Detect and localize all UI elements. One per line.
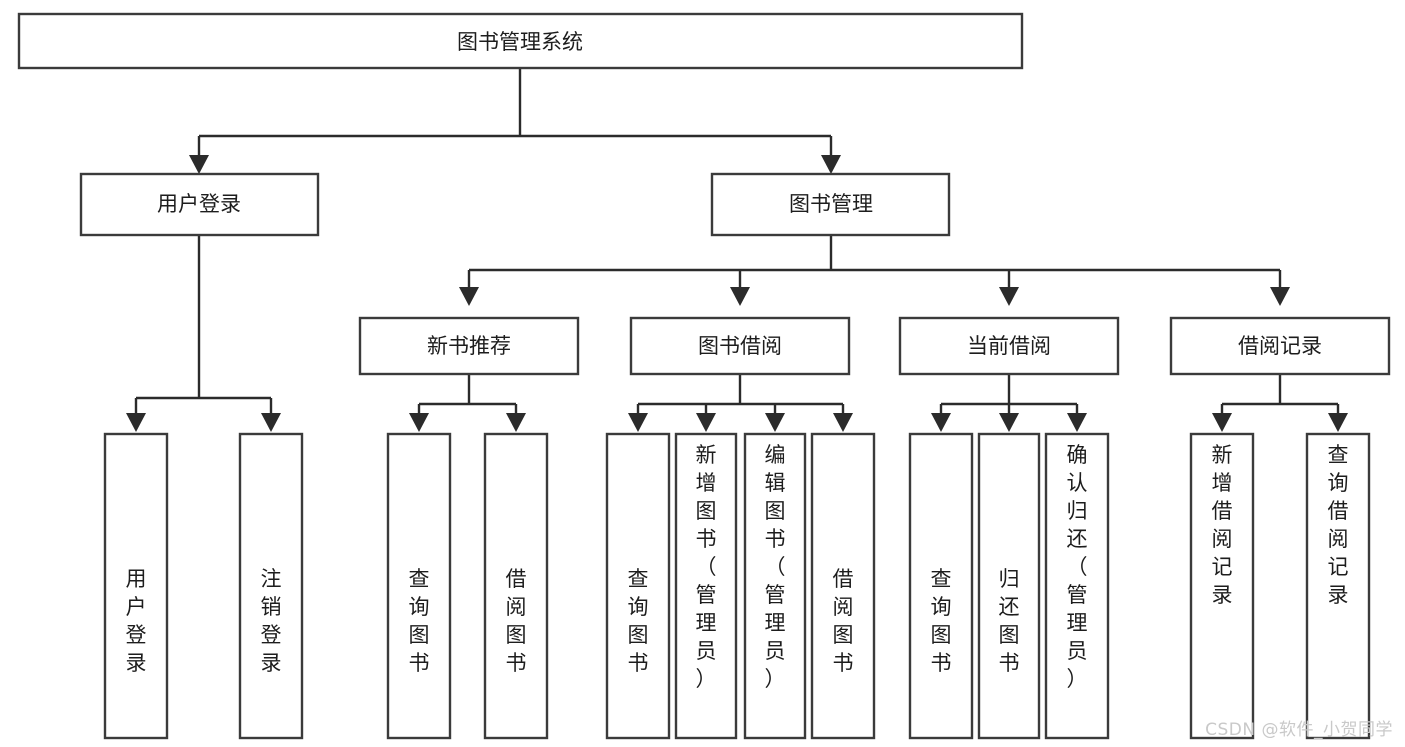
- arrow-to-current: [999, 287, 1019, 306]
- node-leaf-9-label: 查询图书: [931, 567, 952, 675]
- node-current-box[interactable]: [898, 316, 1120, 376]
- node-records-box[interactable]: [1169, 316, 1391, 376]
- node-bookmgmt[interactable]: 图书管理: [710, 172, 951, 237]
- arrow-to-leaf-12: [1212, 413, 1232, 432]
- node-newbook[interactable]: 新书推荐: [358, 316, 580, 376]
- node-login[interactable]: 用户登录: [79, 172, 320, 237]
- node-leaf-7-box[interactable]: [743, 432, 807, 740]
- node-leaf-11-label: 确认归还（管理员）: [1067, 443, 1088, 691]
- node-leaf-6-label: 新增图书（管理员）: [696, 443, 717, 691]
- edge-login-trunk: [134, 235, 273, 417]
- node-leaf-2[interactable]: 注销登录: [238, 432, 304, 740]
- node-leaf-2-label: 注销登录: [261, 567, 282, 675]
- node-leaf-1-label: 用户登录: [126, 567, 147, 675]
- node-borrow[interactable]: 图书借阅: [629, 316, 851, 376]
- node-leaf-5-label: 查询图书: [628, 567, 649, 675]
- node-leaf-12-box[interactable]: [1189, 432, 1255, 740]
- node-leaf-9-box[interactable]: [908, 432, 974, 740]
- node-leaf-9[interactable]: 查询图书: [908, 432, 974, 740]
- node-leaf-4-label: 借阅图书: [506, 567, 527, 675]
- node-leaf-12[interactable]: 新增借阅记录: [1189, 432, 1255, 740]
- node-leaf-8-label: 借阅图书: [833, 567, 854, 675]
- node-current[interactable]: 当前借阅: [898, 316, 1120, 376]
- edge-current-trunk: [939, 374, 1079, 417]
- node-login-label: 用户登录: [157, 192, 241, 216]
- node-bookmgmt-box[interactable]: [710, 172, 951, 237]
- arrow-to-leaf-2: [261, 413, 281, 432]
- node-leaf-13[interactable]: 查询借阅记录: [1305, 432, 1371, 740]
- node-leaf-13-label: 查询借阅记录: [1328, 443, 1349, 607]
- arrow-to-leaf-6: [696, 413, 716, 432]
- node-root[interactable]: 图书管理系统: [17, 12, 1024, 70]
- arrow-to-leaf-5: [628, 413, 648, 432]
- node-leaf-12-label: 新增借阅记录: [1212, 443, 1233, 607]
- node-leaf-10-box[interactable]: [977, 432, 1041, 740]
- node-login-box[interactable]: [79, 172, 320, 237]
- node-leaf-8-box[interactable]: [810, 432, 876, 740]
- node-root-box[interactable]: [17, 12, 1024, 70]
- arrow-to-leaf-13: [1328, 413, 1348, 432]
- node-current-label: 当前借阅: [967, 334, 1051, 358]
- node-borrow-label: 图书借阅: [698, 334, 782, 358]
- node-leaf-11-box[interactable]: [1044, 432, 1110, 740]
- node-borrow-box[interactable]: [629, 316, 851, 376]
- node-bookmgmt-label: 图书管理: [789, 192, 873, 216]
- node-records-label: 借阅记录: [1238, 334, 1322, 358]
- node-newbook-label: 新书推荐: [427, 334, 511, 358]
- node-leaf-10-label: 归还图书: [999, 567, 1020, 675]
- node-root-label: 图书管理系统: [457, 30, 583, 54]
- edge-records-trunk: [1220, 374, 1340, 417]
- node-leaf-5-box[interactable]: [605, 432, 671, 740]
- node-leaf-1-box[interactable]: [103, 432, 169, 740]
- arrow-to-records: [1270, 287, 1290, 306]
- arrow-to-borrow: [730, 287, 750, 306]
- node-leaf-4-box[interactable]: [483, 432, 549, 740]
- node-leaf-7[interactable]: 编辑图书（管理员）: [743, 432, 807, 740]
- node-leaf-6[interactable]: 新增图书（管理员）: [674, 432, 738, 740]
- node-leaf-2-box[interactable]: [238, 432, 304, 740]
- node-leaf-13-box[interactable]: [1305, 432, 1371, 740]
- node-leaf-3[interactable]: 查询图书: [386, 432, 452, 740]
- arrow-to-newbook: [459, 287, 479, 306]
- edge-bookmgmt-trunk: [467, 235, 1282, 291]
- node-leaf-3-label: 查询图书: [409, 567, 430, 675]
- node-leaf-5[interactable]: 查询图书: [605, 432, 671, 740]
- node-leaf-4[interactable]: 借阅图书: [483, 432, 549, 740]
- node-leaf-11[interactable]: 确认归还（管理员）: [1044, 432, 1110, 740]
- arrow-to-leaf-11: [1067, 413, 1087, 432]
- node-leaf-10[interactable]: 归还图书: [977, 432, 1041, 740]
- node-leaf-6-box[interactable]: [674, 432, 738, 740]
- arrow-to-leaf-7: [765, 413, 785, 432]
- edge-layer: [126, 68, 1348, 432]
- node-newbook-box[interactable]: [358, 316, 580, 376]
- node-records[interactable]: 借阅记录: [1169, 316, 1391, 376]
- arrow-to-leaf-4: [506, 413, 526, 432]
- node-leaf-7-label: 编辑图书（管理员）: [765, 443, 786, 691]
- edge-root-trunk: [197, 68, 833, 159]
- node-leaf-8[interactable]: 借阅图书: [810, 432, 876, 740]
- arrow-to-leaf-3: [409, 413, 429, 432]
- node-leaf-1[interactable]: 用户登录: [103, 432, 169, 740]
- arrow-to-leaf-1: [126, 413, 146, 432]
- arrow-to-leaf-10: [999, 413, 1019, 432]
- node-leaf-3-box[interactable]: [386, 432, 452, 740]
- edge-borrow-trunk: [636, 374, 845, 417]
- arrow-to-bookmgmt: [821, 155, 841, 174]
- arrow-to-login: [189, 155, 209, 174]
- arrow-to-leaf-9: [931, 413, 951, 432]
- arrow-to-leaf-8: [833, 413, 853, 432]
- edge-newbook-trunk: [417, 374, 518, 417]
